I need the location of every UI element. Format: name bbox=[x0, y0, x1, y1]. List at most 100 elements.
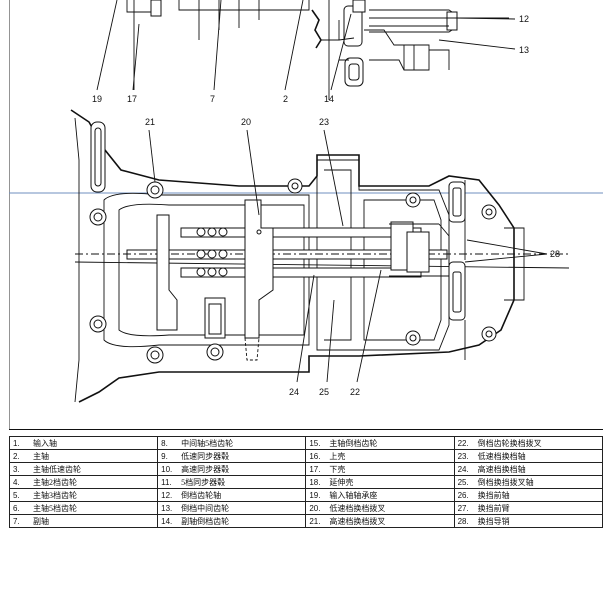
callout-13: 13 bbox=[519, 45, 529, 55]
legend-part-name: 倒档换挡拨叉轴 bbox=[477, 477, 534, 487]
legend-part-number: 14. bbox=[161, 516, 173, 526]
legend-part-name: 倒档齿轮换档拨叉 bbox=[477, 438, 542, 448]
legend-part-name: 上壳 bbox=[329, 451, 346, 461]
shift-mechanism-drawing bbox=[70, 109, 570, 403]
legend-part-name: 主轴倒档齿轮 bbox=[329, 438, 378, 448]
legend-part-number: 25. bbox=[457, 477, 469, 487]
callout-14: 14 bbox=[324, 94, 334, 104]
legend-part-number: 9. bbox=[161, 451, 168, 461]
legend-part-name: 下壳 bbox=[329, 464, 346, 474]
legend-part-number: 23. bbox=[457, 451, 469, 461]
legend-cell: 23. 低速档换档轴 bbox=[453, 449, 603, 463]
legend-part-number: 24. bbox=[457, 464, 469, 474]
legend-part-name: 主轴5档齿轮 bbox=[33, 503, 77, 513]
legend-part-number: 4. bbox=[13, 477, 20, 487]
legend-part-name: 主轴2档齿轮 bbox=[33, 477, 77, 487]
legend-part-name: 换挡导销 bbox=[477, 516, 510, 526]
legend-part-number: 13. bbox=[161, 503, 173, 513]
legend-cell: 2. 主轴 bbox=[8, 449, 159, 463]
legend-row: 3. 主轴低速齿轮 10. 高速同步器毂 17. 下壳 24. 高速档换档轴 bbox=[8, 462, 603, 476]
legend-cell: 13. 倒档中间齿轮 bbox=[157, 501, 307, 515]
legend-part-name: 输入轴 bbox=[33, 438, 57, 448]
legend-cell: 10. 高速同步器毂 bbox=[157, 462, 307, 476]
legend-cell: 14. 副轴倒档齿轮 bbox=[157, 514, 307, 528]
legend-part-name: 5档同步器毂 bbox=[181, 477, 226, 487]
legend-cell: 11. 5档同步器毂 bbox=[157, 475, 307, 489]
callout-12: 12 bbox=[519, 14, 529, 24]
legend-part-name: 高速档换档轴 bbox=[477, 464, 526, 474]
legend-part-name: 换挡前臂 bbox=[477, 503, 510, 513]
legend-part-name: 主轴低速齿轮 bbox=[33, 464, 81, 474]
legend-part-name: 副轴 bbox=[33, 516, 49, 526]
legend-cell: 7. 副轴 bbox=[8, 514, 159, 528]
callout-24: 24 bbox=[289, 387, 299, 397]
legend-part-number: 21. bbox=[309, 516, 321, 526]
parts-legend-table: 1. 输入轴 8. 中间轴5档齿轮 15. 主轴倒档齿轮 22. 倒档齿轮换档拨叉 2. 主轴 9.… bbox=[8, 436, 603, 528]
legend-part-number: 3. bbox=[13, 464, 20, 474]
legend-cell: 1. 输入轴 bbox=[8, 436, 159, 450]
legend-part-number: 6. bbox=[13, 503, 20, 513]
transmission-drawing: 12 13 19 17 7 2 14 21 20 23 28 24 25 22 bbox=[9, 0, 603, 430]
legend-cell: 15. 主轴倒档齿轮 bbox=[305, 436, 455, 450]
callout-7: 7 bbox=[210, 94, 215, 104]
legend-part-name: 低速档换档轴 bbox=[477, 451, 526, 461]
legend-cell: 3. 主轴低速齿轮 bbox=[8, 462, 159, 476]
upper-section-drawing bbox=[96, 0, 516, 100]
legend-part-name: 低速档换档拨叉 bbox=[329, 503, 386, 513]
legend-part-number: 18. bbox=[309, 477, 321, 487]
legend-row: 1. 输入轴 8. 中间轴5档齿轮 15. 主轴倒档齿轮 22. 倒档齿轮换档拨叉 bbox=[8, 436, 603, 450]
legend-part-name: 主轴 bbox=[33, 451, 49, 461]
callout-17: 17 bbox=[127, 94, 137, 104]
legend-cell: 21. 高速档换档拨叉 bbox=[305, 514, 455, 528]
legend-cell: 24. 高速档换档轴 bbox=[453, 462, 603, 476]
legend-cell: 16. 上壳 bbox=[305, 449, 455, 463]
legend-part-name: 高速同步器毂 bbox=[181, 464, 230, 474]
legend-cell: 19. 输入轴轴承座 bbox=[305, 488, 455, 502]
legend-part-name: 中间轴5档齿轮 bbox=[181, 438, 234, 448]
callout-19: 19 bbox=[92, 94, 102, 104]
callout-23: 23 bbox=[319, 117, 329, 127]
legend-part-number: 15. bbox=[309, 438, 321, 448]
legend-part-number: 17. bbox=[309, 464, 321, 474]
legend-part-number: 20. bbox=[309, 503, 321, 513]
legend-cell: 20. 低速档换档拨叉 bbox=[305, 501, 455, 515]
legend-part-number: 5. bbox=[13, 490, 20, 500]
callout-2: 2 bbox=[283, 94, 288, 104]
legend-part-name: 低速同步器毂 bbox=[181, 451, 230, 461]
legend-part-name: 输入轴轴承座 bbox=[329, 490, 378, 500]
legend-row: 7. 副轴 14. 副轴倒档齿轮 21. 高速档换档拨叉 28. 换挡导销 bbox=[8, 514, 603, 528]
legend-cell: 18. 延伸壳 bbox=[305, 475, 455, 489]
legend-part-number: 1. bbox=[13, 438, 20, 448]
callout-28: 28 bbox=[550, 249, 560, 259]
legend-part-name: 倒档齿轮轴 bbox=[181, 490, 222, 500]
legend-part-number: 22. bbox=[457, 438, 469, 448]
legend-part-number: 16. bbox=[309, 451, 321, 461]
legend-part-number: 2. bbox=[13, 451, 20, 461]
legend-part-number: 26. bbox=[457, 490, 469, 500]
callout-25: 25 bbox=[319, 387, 329, 397]
legend-part-name: 主轴3档齿轮 bbox=[33, 490, 77, 500]
legend-part-name: 延伸壳 bbox=[329, 477, 354, 487]
legend-part-number: 8. bbox=[161, 438, 168, 448]
legend-part-number: 11. bbox=[161, 477, 172, 487]
legend-part-name: 倒档中间齿轮 bbox=[181, 503, 230, 513]
legend-cell: 25. 倒档换挡拨叉轴 bbox=[453, 475, 603, 489]
legend-part-number: 7. bbox=[13, 516, 20, 526]
legend-part-name: 换挡前轴 bbox=[477, 490, 510, 500]
legend-part-number: 28. bbox=[457, 516, 469, 526]
legend-cell: 22. 倒档齿轮换档拨叉 bbox=[453, 436, 603, 450]
legend-part-name: 高速档换档拨叉 bbox=[329, 516, 386, 526]
legend-cell: 5. 主轴3档齿轮 bbox=[8, 488, 159, 502]
legend-part-number: 19. bbox=[309, 490, 321, 500]
legend-cell: 28. 换挡导销 bbox=[453, 514, 603, 528]
legend-part-name: 副轴倒档齿轮 bbox=[181, 516, 230, 526]
callout-22: 22 bbox=[350, 387, 360, 397]
legend-cell: 26. 换挡前轴 bbox=[453, 488, 603, 502]
legend-part-number: 27. bbox=[457, 503, 469, 513]
legend-row: 2. 主轴 9. 低速同步器毂 16. 上壳 23. 低速档换档轴 bbox=[8, 449, 603, 463]
legend-cell: 4. 主轴2档齿轮 bbox=[8, 475, 159, 489]
legend-part-number: 10. bbox=[161, 464, 173, 474]
diagram-frame: 12 13 19 17 7 2 14 21 20 23 28 24 25 22 bbox=[9, 0, 603, 430]
legend-cell: 27. 换挡前臂 bbox=[453, 501, 603, 515]
